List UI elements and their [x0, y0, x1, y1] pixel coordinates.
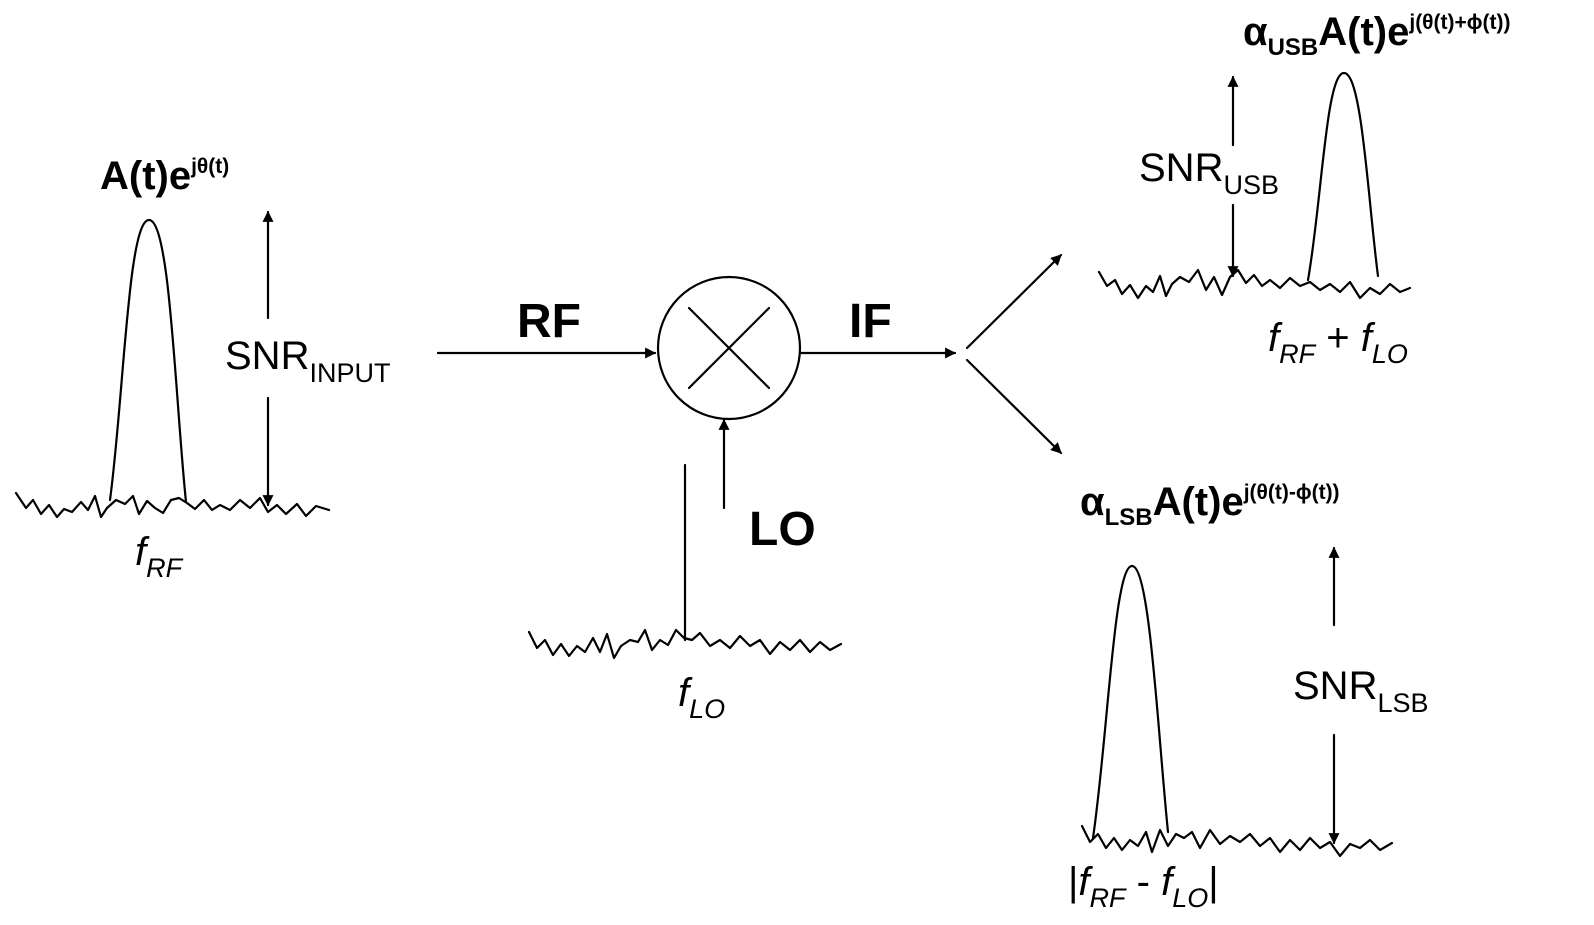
lsb-signal-base: A(t)e [1152, 480, 1244, 524]
lo-freq-sub: LO [689, 694, 726, 724]
lsb-signal-exponent: j(θ(t)-ϕ(t)) [1243, 481, 1340, 504]
lsb-freq-label: |fRF - fLO| [1068, 860, 1219, 912]
rf-label: RF [517, 295, 581, 348]
lsb-signal-label: αLSBA(t)ej(θ(t)-ϕ(t)) [1080, 480, 1340, 530]
lsb-alpha: α [1080, 480, 1105, 524]
lsb-freq-op: - [1125, 860, 1162, 904]
lsb-freq-f2: f [1161, 860, 1173, 904]
lsb-alpha-sub: LSB [1104, 504, 1153, 531]
usb-split-arrow [965, 253, 1063, 350]
lsb-freq-sub2: LO [1172, 883, 1209, 913]
usb-noise-floor [1097, 268, 1412, 300]
lsb-noise-floor [1080, 824, 1394, 858]
input-snr-label: SNRINPUT [225, 334, 390, 387]
lo-freq-f: f [678, 671, 690, 715]
lsb-freq-f1: f [1078, 860, 1090, 904]
input-signal-base: A(t)e [100, 154, 192, 198]
lsb-split-arrow [965, 358, 1063, 455]
lsb-signal-peak [1091, 564, 1170, 840]
lo-freq-label: fLO [678, 671, 725, 723]
lsb-snr-main: SNR [1293, 664, 1378, 708]
usb-signal-label: αUSBA(t)ej(θ(t)+ϕ(t)) [1243, 10, 1511, 60]
lo-label: LO [749, 503, 816, 556]
input-signal-peak [108, 218, 188, 504]
input-freq-label: fRF [135, 530, 182, 582]
usb-freq-f1: f [1268, 316, 1280, 360]
mixer-cross-b [687, 306, 771, 390]
input-freq-sub: RF [146, 553, 183, 583]
usb-freq-label: fRF + fLO [1268, 316, 1408, 368]
input-snr-main: SNR [225, 334, 310, 378]
lo-noise-floor [527, 628, 843, 660]
usb-freq-op: + [1315, 316, 1361, 360]
if-label: IF [849, 295, 892, 348]
usb-signal-base: A(t)e [1318, 10, 1410, 54]
input-noise-floor [14, 491, 331, 519]
lsb-freq-bar-open: | [1068, 860, 1079, 904]
lsb-freq-sub1: RF [1089, 883, 1126, 913]
usb-snr-main: SNR [1139, 146, 1224, 190]
usb-signal-peak [1306, 71, 1380, 282]
input-snr-sub: INPUT [309, 358, 391, 388]
usb-alpha-sub: USB [1267, 34, 1319, 61]
input-freq-f: f [135, 530, 147, 574]
usb-alpha: α [1243, 10, 1268, 54]
lsb-freq-bar-close: | [1208, 860, 1219, 904]
usb-freq-f2: f [1360, 316, 1372, 360]
usb-snr-sub: USB [1223, 170, 1279, 200]
usb-freq-sub2: LO [1371, 339, 1408, 369]
usb-snr-label: SNRUSB [1139, 146, 1279, 199]
usb-freq-sub1: RF [1279, 339, 1316, 369]
lsb-snr-label: SNRLSB [1293, 664, 1429, 717]
lsb-snr-sub: LSB [1377, 688, 1429, 718]
input-signal-label: A(t)ejθ(t) [100, 156, 229, 196]
input-signal-exponent: jθ(t) [191, 155, 230, 178]
usb-signal-exponent: j(θ(t)+ϕ(t)) [1409, 11, 1511, 34]
